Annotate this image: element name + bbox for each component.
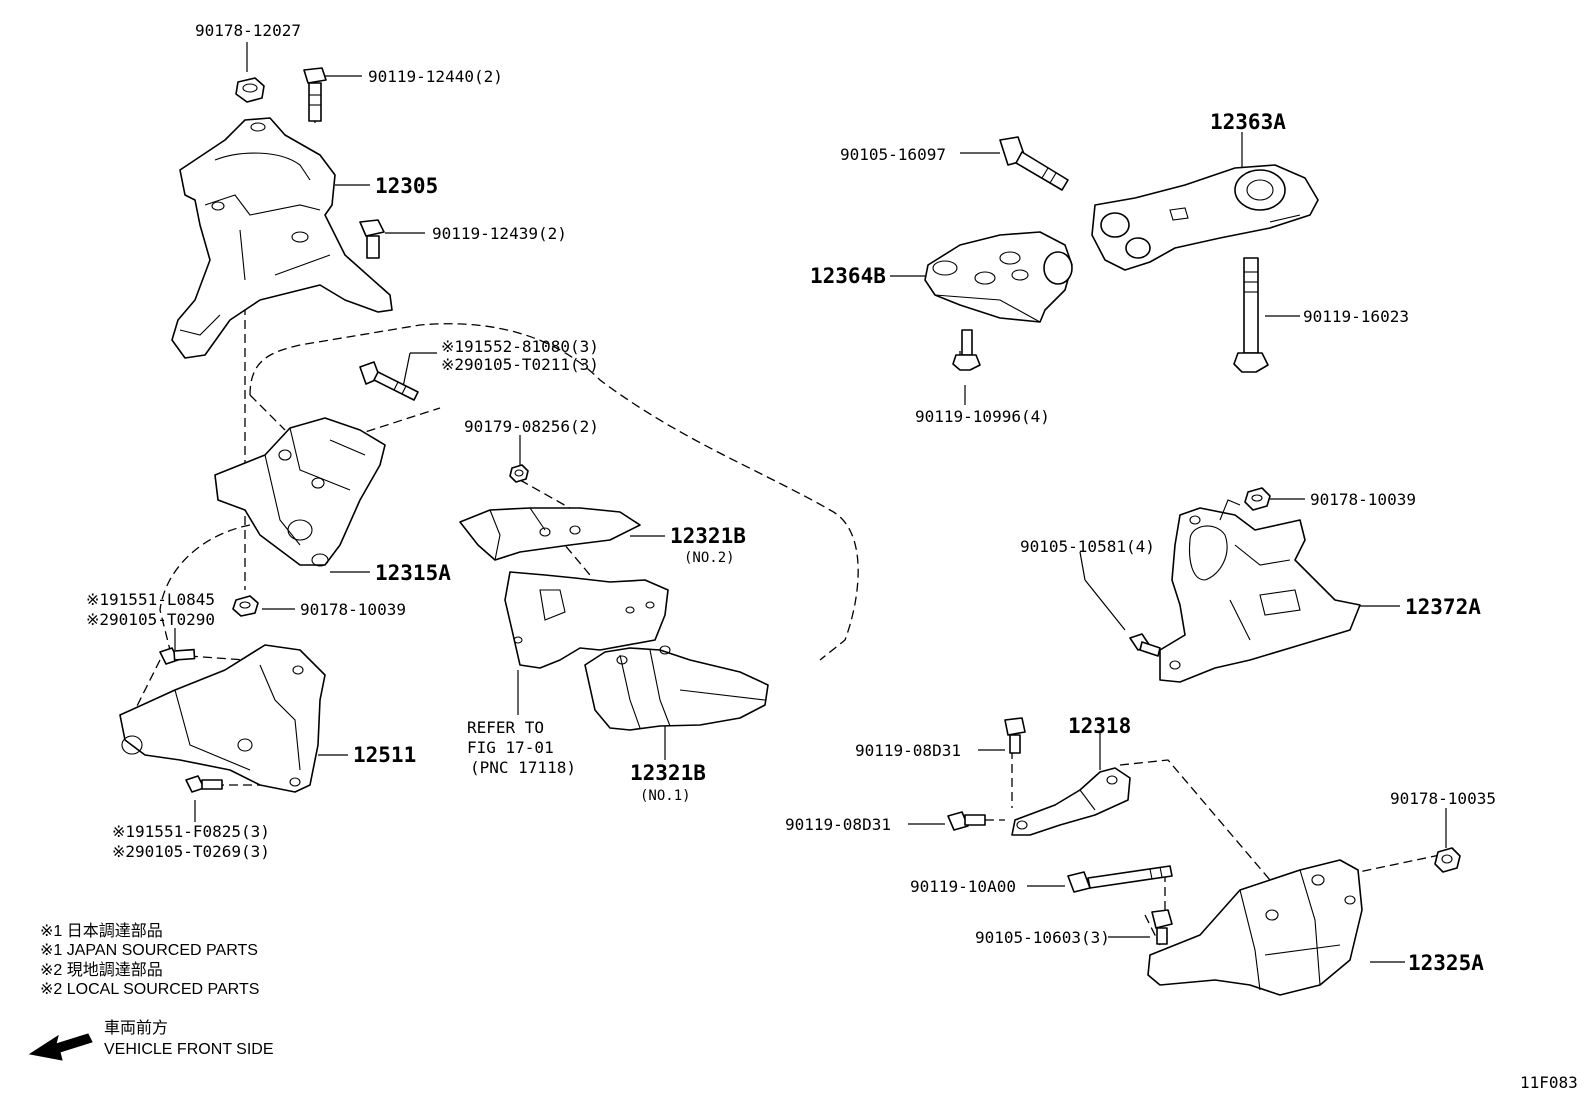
bolt-90105-10603-drawing	[1151, 909, 1173, 945]
label-90105-10603: 90105-10603(3)	[975, 928, 1110, 947]
label-12364B: 12364B	[810, 264, 886, 288]
shield-12321B-no1-drawing	[584, 645, 769, 731]
label-12305: 12305	[375, 174, 438, 198]
label-90119-12439: 90119-12439(2)	[432, 224, 567, 243]
bolt-191551-L0845-drawing	[159, 647, 196, 665]
label-12372A: 12372A	[1405, 595, 1481, 619]
bracket-12305-drawing	[171, 117, 393, 359]
label-90119-16023: 90119-16023	[1303, 307, 1409, 326]
label-12321B-no2: 12321B	[670, 524, 746, 548]
bracket-12325A-drawing	[1147, 859, 1363, 996]
label-90178-10039-left: 90178-10039	[300, 600, 406, 619]
label-refer-to: REFER TO	[467, 718, 544, 737]
nut-90178-10039-left-drawing	[232, 595, 259, 617]
label-90119-08D31-b: 90119-08D31	[785, 815, 891, 834]
bracket-refer-fig-17-01-drawing	[504, 571, 669, 669]
label-290105-T0211: ※290105-T0211(3)	[441, 355, 599, 374]
label-refer-pnc: (PNC 17118)	[470, 758, 576, 777]
label-90119-10996: 90119-10996(4)	[915, 407, 1050, 426]
label-290105-T0290: ※290105-T0290	[86, 610, 215, 629]
shield-12321B-no2-drawing	[459, 507, 641, 561]
bolt-90119-16023-drawing	[1233, 257, 1269, 373]
nut-90178-10035-drawing	[1434, 847, 1461, 873]
legend-note-1-en: ※1 JAPAN SOURCED PARTS	[40, 942, 258, 959]
nut-90179-08256-drawing	[509, 464, 529, 483]
bolt-90119-12439-drawing	[359, 219, 385, 259]
torque-rod-12363A-drawing	[1091, 164, 1319, 271]
label-refer-fig: FIG 17-01	[467, 738, 554, 757]
label-90178-10035: 90178-10035	[1390, 789, 1496, 808]
sourcing-legend: ※1 日本調達部品 ※1 JAPAN SOURCED PARTS ※2 現地調達…	[40, 922, 259, 998]
label-12318: 12318	[1068, 714, 1131, 738]
legend-note-2-jp: ※2 現地調達部品	[40, 961, 163, 979]
label-12321B-no1: 12321B	[630, 761, 706, 785]
bolt-90119-08D31-b-drawing	[947, 811, 986, 831]
bolt-90119-10996-drawing	[952, 329, 981, 371]
figure-code: 11F083	[1520, 1073, 1578, 1092]
bolt-90119-12440-drawing	[303, 67, 327, 122]
nut-90178-10039-right-drawing	[1244, 487, 1271, 511]
legend-note-2-en: ※2 LOCAL SOURCED PARTS	[40, 981, 259, 998]
label-191551-L0845: ※191551-L0845	[86, 590, 215, 609]
label-90105-10581: 90105-10581(4)	[1020, 537, 1155, 556]
direction-label-en: VEHICLE FRONT SIDE	[104, 1041, 274, 1058]
leader-lines	[174, 42, 1447, 963]
part-number-labels: 90178-12027 90119-12440(2) 12305 90119-1…	[86, 21, 1496, 975]
label-90119-10A00: 90119-10A00	[910, 877, 1016, 896]
label-90178-10039-right: 90178-10039	[1310, 490, 1416, 509]
legend-note-1-jp: ※1 日本調達部品	[40, 922, 163, 940]
label-90178-12027: 90178-12027	[195, 21, 301, 40]
label-12511: 12511	[353, 743, 416, 767]
label-90105-16097: 90105-16097	[840, 145, 946, 164]
bracket-12511-drawing	[119, 644, 326, 793]
label-191552-81080: ※191552-81080(3)	[441, 337, 599, 356]
label-12363A: 12363A	[1210, 110, 1286, 134]
bolt-191551-F0825-drawing	[185, 775, 223, 793]
label-12325A: 12325A	[1408, 951, 1484, 975]
bracket-12318-drawing	[1011, 767, 1131, 836]
direction-indicator: 車両前方 VEHICLE FRONT SIDE	[104, 1019, 274, 1058]
bolt-90119-10A00-drawing	[1067, 865, 1173, 893]
assembly-dashed-lines	[129, 100, 1441, 946]
label-290105-T0269: ※290105-T0269(3)	[112, 842, 270, 861]
bracket-12364B-drawing	[924, 231, 1073, 323]
bolt-90119-08D31-a-drawing	[1004, 717, 1026, 754]
label-no2: (NO.2)	[684, 550, 735, 566]
bolt-191552-81080-drawing	[359, 361, 419, 401]
label-90119-12440: 90119-12440(2)	[368, 67, 503, 86]
bracket-12315A-drawing	[214, 417, 386, 567]
bolt-90105-10581-drawing	[1129, 633, 1161, 657]
label-191551-F0825: ※191551-F0825(3)	[112, 822, 270, 841]
label-90119-08D31-a: 90119-08D31	[855, 741, 961, 760]
label-90179-08256: 90179-08256(2)	[464, 417, 599, 436]
nut-90178-12027-drawing	[235, 77, 265, 103]
label-no1: (NO.1)	[640, 788, 691, 804]
mount-12372A-drawing	[1159, 499, 1361, 683]
label-12315A: 12315A	[375, 561, 451, 585]
bolt-90105-16097-drawing	[999, 136, 1069, 191]
direction-label-jp: 車両前方	[104, 1019, 168, 1037]
vehicle-front-arrow-icon	[28, 1033, 93, 1061]
